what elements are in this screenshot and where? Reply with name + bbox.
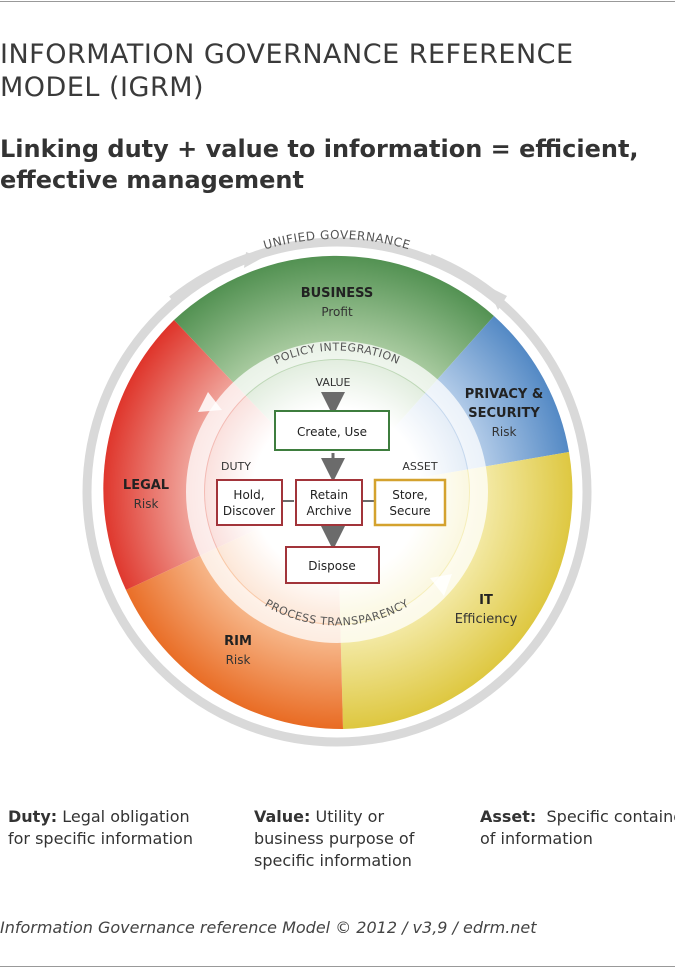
hold-text: Hold,: [233, 488, 264, 502]
inner-cycle-ring: [186, 341, 488, 643]
legend-duty-term: Duty:: [8, 807, 58, 826]
legend-value-line3: specific information: [254, 851, 412, 870]
legal-label: LEGAL: [123, 478, 169, 493]
dispose-box: Dispose: [285, 546, 380, 584]
legend-asset: Asset: Specific container of information: [480, 806, 675, 850]
footer-credit: Information Governance reference Model ©…: [0, 918, 537, 937]
legal-sub: Risk: [134, 497, 159, 511]
business-label: BUSINESS: [301, 286, 374, 301]
bottom-rule: [0, 966, 675, 967]
asset-label: ASSET: [402, 460, 437, 473]
rim-label: RIM: [224, 634, 252, 649]
outer-ring-arrow-left: [169, 253, 250, 304]
legend-asset-line2: of information: [480, 829, 593, 848]
legend-asset-line1: Specific container: [536, 807, 675, 826]
legend-duty: Duty: Legal obligation for specific info…: [8, 806, 238, 850]
privacy-sub: Risk: [492, 425, 517, 439]
legend-duty-line2: for specific information: [8, 829, 193, 848]
top-rule: [0, 1, 675, 2]
store-text: Store,: [392, 488, 428, 502]
outer-ring-arrowhead-left-icon: [244, 252, 262, 268]
duty-label: DUTY: [221, 460, 251, 473]
dispose-text: Dispose: [308, 559, 355, 573]
legend-value-line2: business purpose of: [254, 829, 415, 848]
store-secure-box: Store, Secure: [373, 478, 447, 527]
inner-arrowhead-left-icon: [198, 392, 222, 412]
secure-text: Secure: [389, 504, 430, 518]
page-subtitle: Linking duty + value to information = ef…: [0, 135, 639, 194]
page-title: INFORMATION GOVERNANCE REFERENCE MODEL (…: [0, 39, 574, 103]
legend-value-term: Value:: [254, 807, 311, 826]
value-label: VALUE: [316, 376, 351, 389]
create-use-box: Create, Use: [274, 410, 390, 451]
it-label: IT: [479, 593, 493, 608]
outer-ring-arrowhead-right-icon: [487, 286, 507, 310]
create-use-text: Create, Use: [297, 425, 367, 439]
privacy-label-line1: PRIVACY &: [465, 387, 543, 402]
rim-sub: Risk: [226, 653, 251, 667]
discover-text: Discover: [223, 504, 275, 518]
it-sub: Efficiency: [455, 612, 518, 627]
archive-text: Archive: [307, 504, 352, 518]
retain-archive-box: Retain Archive: [295, 479, 363, 526]
hold-discover-box: Hold, Discover: [216, 479, 283, 526]
legend-value: Value: Utility or business purpose of sp…: [254, 806, 454, 872]
legend-asset-term: Asset:: [480, 807, 537, 826]
business-sub: Profit: [321, 305, 353, 319]
privacy-label-line2: SECURITY: [468, 406, 540, 421]
retain-text: Retain: [310, 488, 348, 502]
legend-duty-line1: Legal obligation: [57, 807, 190, 826]
legend-value-line1: Utility or: [310, 807, 385, 826]
inner-arrowhead-right-icon: [430, 574, 452, 596]
